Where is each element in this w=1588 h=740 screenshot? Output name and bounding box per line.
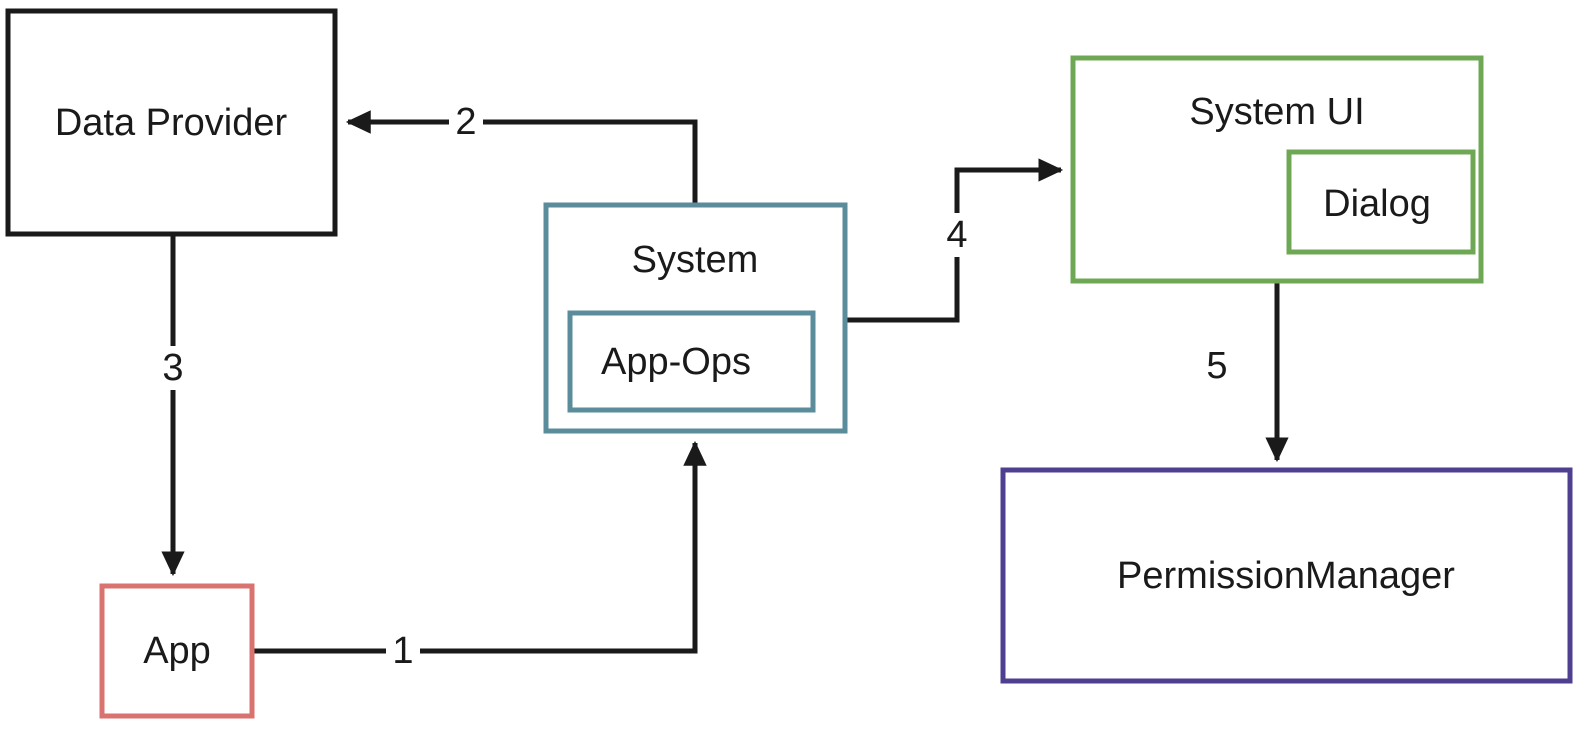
nodes-layer: Data Provider App System App-Ops System … <box>5 8 1573 719</box>
edge-2-label: 2 <box>455 101 476 143</box>
node-dialog[interactable]: Dialog <box>1286 149 1476 255</box>
node-permission-manager[interactable]: PermissionManager <box>1000 467 1573 684</box>
node-system-ui-label: System UI <box>1189 91 1364 133</box>
node-app-ops-box[interactable] <box>567 310 816 413</box>
node-permission-manager-label: PermissionManager <box>1117 555 1455 597</box>
edge-5-label: 5 <box>1206 345 1227 387</box>
edge-5-group: 5 <box>1206 281 1289 463</box>
edge-1-line <box>252 440 707 654</box>
node-data-provider-box[interactable] <box>5 8 338 237</box>
edge-2-label-bg <box>449 107 483 137</box>
node-data-provider[interactable]: Data Provider <box>5 8 338 237</box>
edge-2-line <box>345 110 698 205</box>
edge-3-group: 3 <box>158 234 188 577</box>
edge-3-label-bg <box>158 346 188 390</box>
node-system-label: System <box>632 239 759 281</box>
edge-1-label: 1 <box>392 630 413 672</box>
edge-4-label: 4 <box>946 214 967 256</box>
node-app-ops[interactable]: App-Ops <box>567 310 816 413</box>
edges-layer: 1 2 3 4 5 <box>158 101 1289 672</box>
edge-2-group: 2 <box>345 101 698 205</box>
node-permission-manager-box[interactable] <box>1000 467 1573 684</box>
node-app-box[interactable] <box>99 583 255 719</box>
node-app-label: App <box>143 630 211 672</box>
node-dialog-label: Dialog <box>1323 183 1431 225</box>
node-data-provider-label: Data Provider <box>55 102 288 144</box>
edge-4-group: 4 <box>845 158 1064 323</box>
edge-4-label-bg <box>942 213 972 257</box>
node-app-ops-label: App-Ops <box>601 341 751 383</box>
node-dialog-box[interactable] <box>1286 149 1476 255</box>
edge-1-label-bg <box>386 636 420 666</box>
edge-3-label: 3 <box>162 347 183 389</box>
node-app[interactable]: App <box>99 583 255 719</box>
edge-1-group: 1 <box>252 440 707 672</box>
